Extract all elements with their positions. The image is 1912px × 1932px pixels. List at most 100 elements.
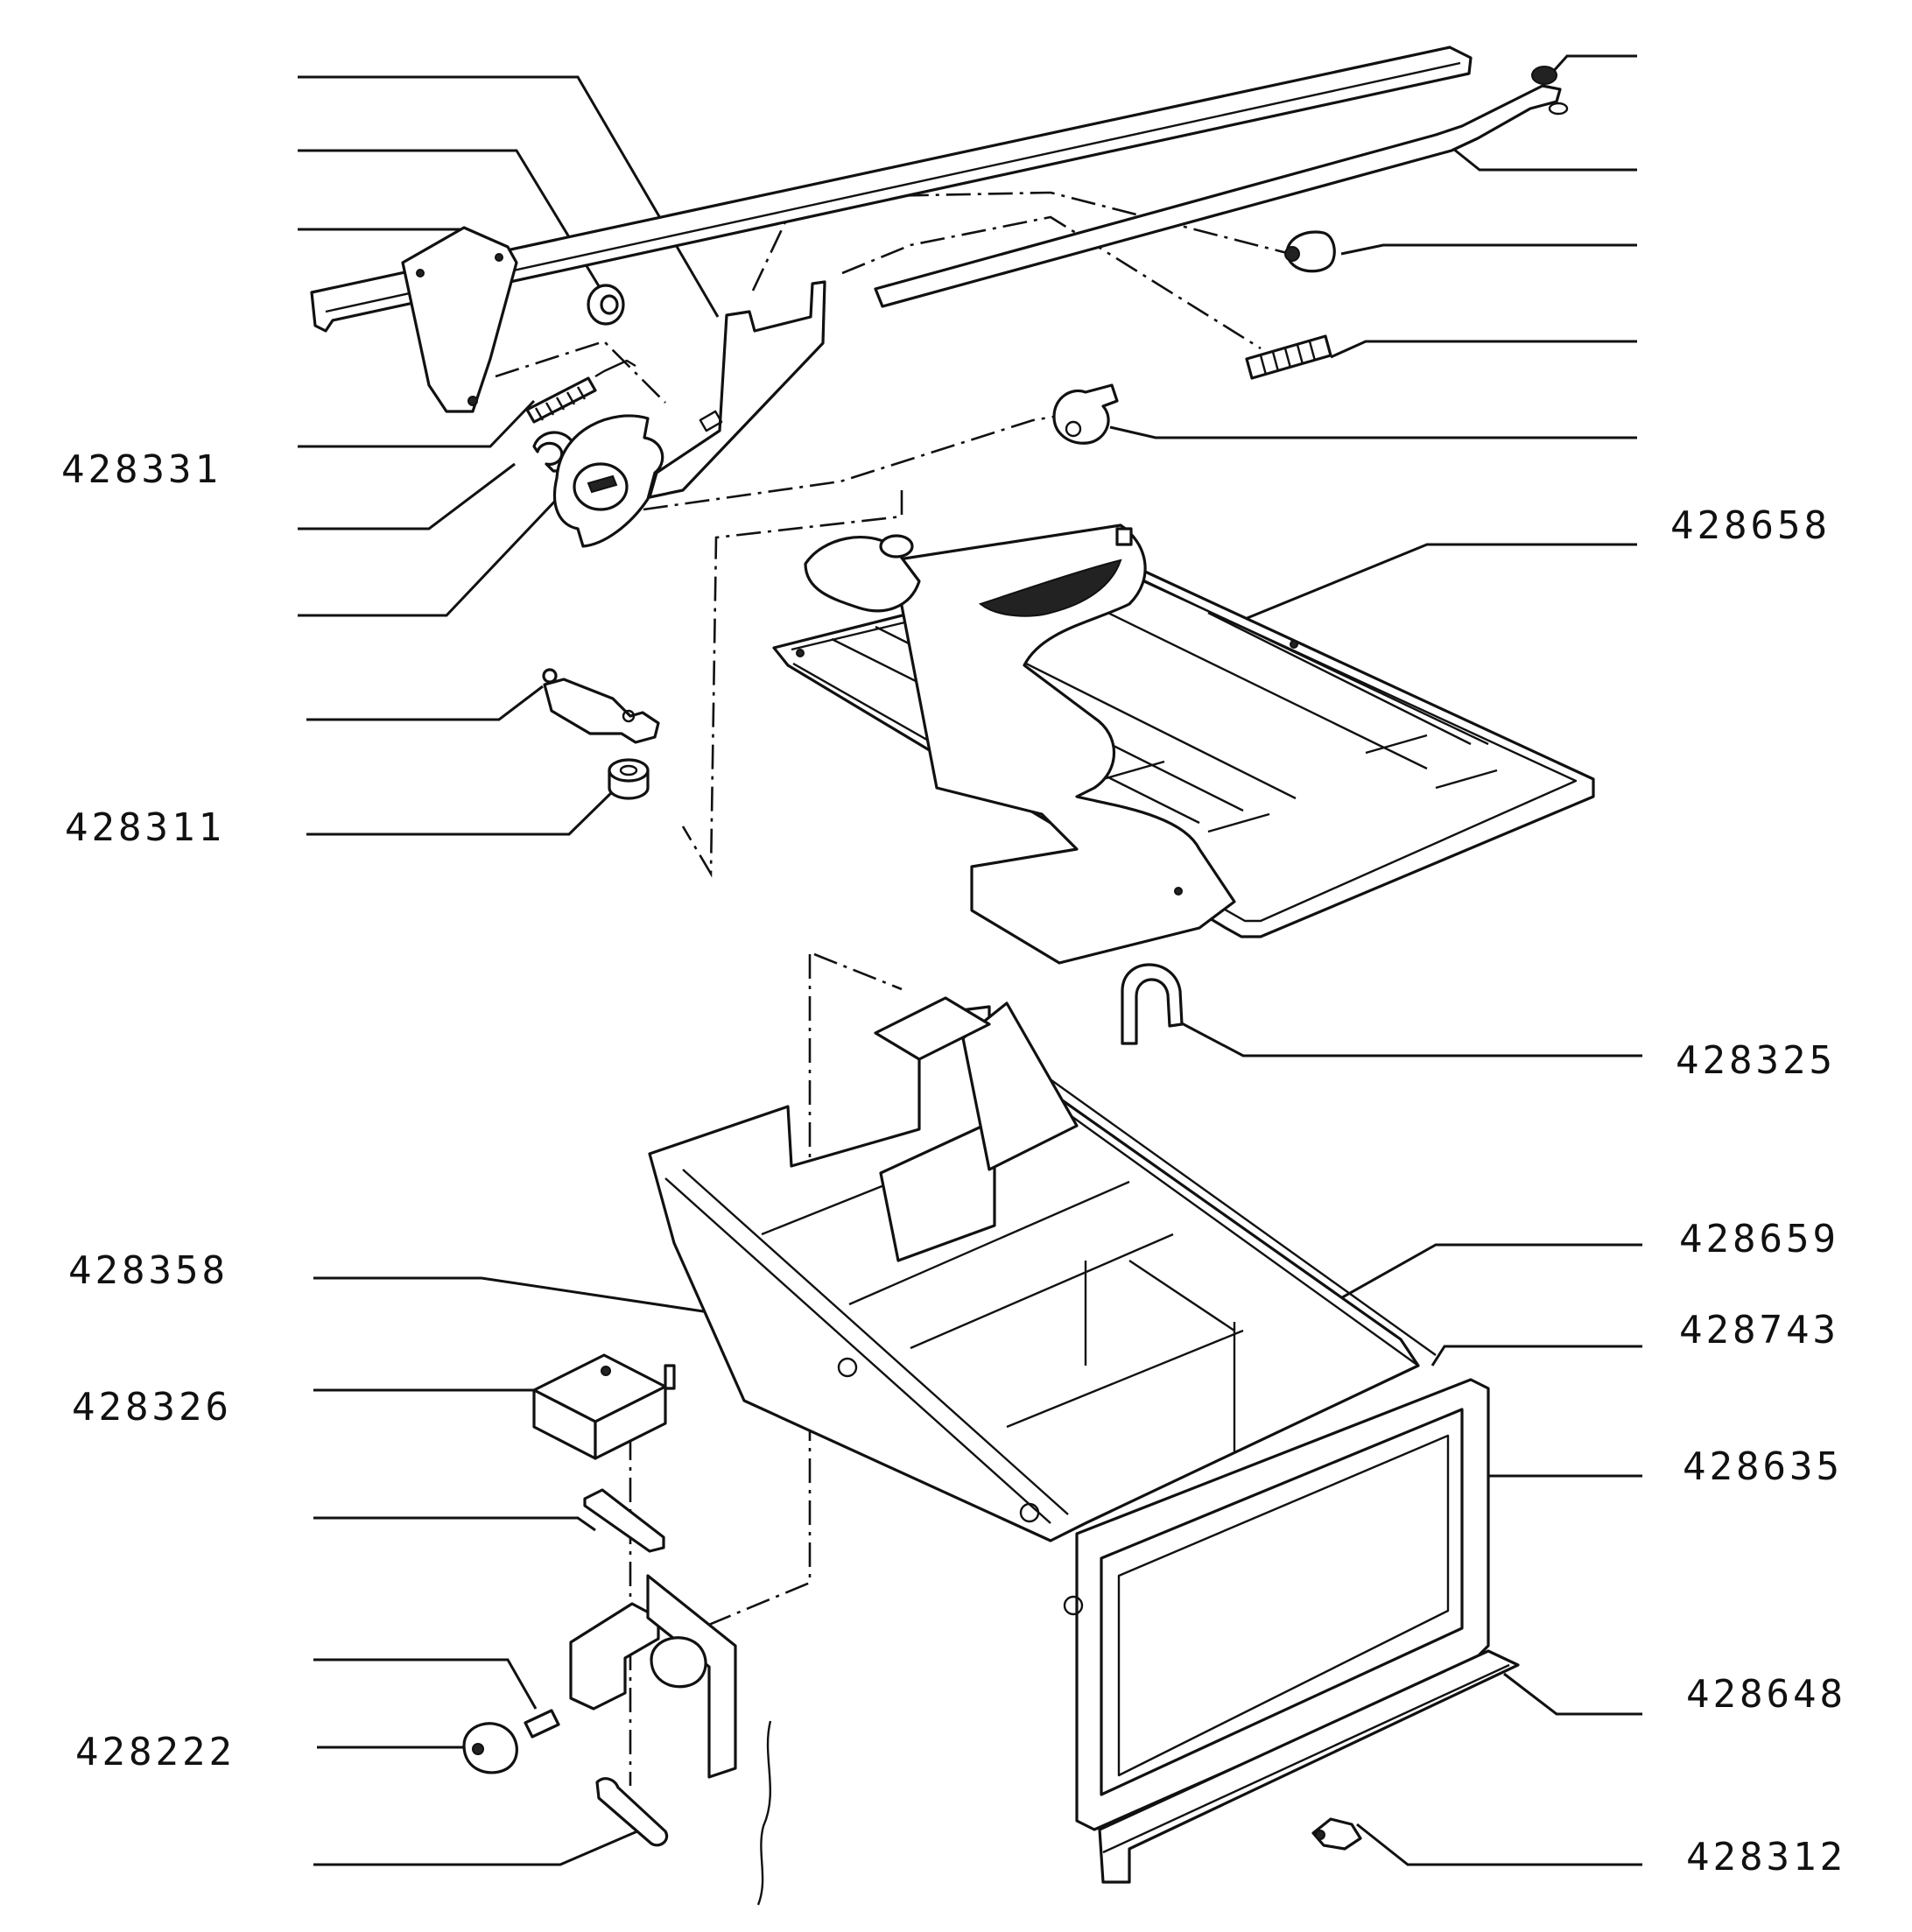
- tray-post: [1115, 527, 1133, 546]
- flap-shadow: [978, 559, 1122, 617]
- leader-428743: [1430, 1345, 1642, 1366]
- hook-part: [594, 359, 636, 378]
- drawer-pivot-1: [837, 1357, 858, 1378]
- drawer-body: [648, 1005, 1420, 1542]
- drawer-divider: [879, 1119, 996, 1262]
- spring-right: [1245, 334, 1332, 380]
- knob-center: [472, 1743, 484, 1755]
- crank-hole: [622, 709, 636, 723]
- nut-inner: [600, 294, 619, 315]
- drawer-rim-2: [682, 1169, 1069, 1515]
- spring-right-coils: [1259, 341, 1317, 376]
- leader-428311: [306, 788, 616, 836]
- leader-428312: [1356, 1823, 1642, 1866]
- switch-rivet: [601, 1366, 611, 1376]
- nut-part: [587, 284, 625, 326]
- lever-body: [648, 280, 826, 499]
- knob-body: [462, 1722, 518, 1774]
- roller-428311: [608, 758, 650, 800]
- assembly-line-8: [495, 340, 666, 404]
- rod-eye: [1548, 102, 1569, 116]
- roller-top: [608, 758, 650, 783]
- leader-428648: [1503, 1672, 1642, 1716]
- cam-hub-slot: [587, 474, 618, 494]
- spring-left: [525, 376, 597, 424]
- tray-428658: [772, 523, 1595, 965]
- leader-left-switch-plate: [313, 1516, 596, 1532]
- leader-left-link: [313, 1830, 638, 1866]
- leader-428658: [1234, 543, 1637, 625]
- leader-left-5: [298, 462, 516, 530]
- tray-knob: [879, 534, 914, 559]
- label-428325: 428325: [1676, 1038, 1836, 1083]
- assembly-line-2: [841, 215, 1262, 350]
- label-428222: 428222: [75, 1730, 235, 1774]
- clip-body: [1311, 1817, 1362, 1851]
- label-428358: 428358: [68, 1248, 228, 1293]
- leader-right-5: [1109, 425, 1637, 439]
- drawer-pivot-2: [1019, 1502, 1040, 1523]
- latch-knob: [1052, 383, 1119, 445]
- crank-pin: [542, 668, 558, 684]
- drawer-housing: [648, 996, 1437, 1542]
- cam-disc: [552, 414, 664, 548]
- drawer-wedge: [961, 1001, 1079, 1171]
- rail-bracket: [401, 226, 518, 413]
- switch-pin: [664, 1364, 676, 1390]
- bracket-hole-1: [416, 269, 425, 278]
- leader-428331: [298, 399, 536, 448]
- small-clip: [1531, 66, 1557, 85]
- front-panel: [1063, 1378, 1520, 1884]
- leader-428358: [313, 1276, 728, 1317]
- clip-hole: [1315, 1830, 1325, 1840]
- crank-lever: [542, 668, 660, 744]
- switch-428326: [532, 1353, 676, 1460]
- sill-edge: [1102, 1663, 1510, 1854]
- drawer-back-tab: [874, 996, 991, 1061]
- link-bar: [595, 1777, 669, 1847]
- leader-right-1: [1550, 54, 1637, 75]
- leader-428325: [1179, 1021, 1642, 1057]
- bracket-hole-2: [495, 253, 503, 262]
- tray-screw-3: [1174, 887, 1183, 896]
- label-428659: 428659: [1679, 1217, 1839, 1261]
- label-428658: 428658: [1670, 503, 1831, 548]
- bracket-hole-3: [467, 396, 478, 406]
- assembly-line-4: [681, 490, 903, 878]
- switch-bracket: [569, 1574, 772, 1906]
- clip-428312: [1311, 1817, 1362, 1851]
- leader-right-4: [1330, 340, 1637, 359]
- leader-lines: [298, 54, 1642, 1866]
- switch-side: [594, 1385, 667, 1460]
- hook-tube-428325: [1121, 963, 1184, 1045]
- leader-left-6: [298, 494, 562, 617]
- bushing-center: [1284, 246, 1300, 262]
- front-window: [1117, 1434, 1450, 1777]
- label-428648: 428648: [1686, 1672, 1846, 1717]
- tray-screw-2: [1290, 640, 1298, 649]
- leader-left-7: [306, 685, 544, 721]
- knob-428222: [462, 1709, 560, 1774]
- assembly-line-6: [813, 952, 903, 991]
- front-inner-frame: [1100, 1408, 1464, 1796]
- label-428635: 428635: [1683, 1444, 1843, 1489]
- bushing: [1285, 230, 1336, 273]
- label-428312: 428312: [1686, 1835, 1846, 1879]
- label-428331: 428331: [61, 447, 221, 492]
- latch-hole: [1065, 420, 1082, 438]
- bracket-roller: [650, 1636, 707, 1689]
- leader-right-2: [1452, 147, 1637, 172]
- tray-flap: [891, 523, 1236, 965]
- rail-body: [310, 46, 1473, 333]
- leader-left-screw: [313, 1658, 538, 1710]
- label-428326: 428326: [72, 1385, 232, 1430]
- spring-left-coils: [534, 386, 587, 421]
- top-right-parts: [874, 66, 1569, 445]
- switch-plate: [583, 1488, 665, 1553]
- lever-slot: [699, 410, 723, 432]
- label-428743: 428743: [1679, 1308, 1839, 1352]
- bracket-arm: [646, 1574, 737, 1779]
- roller-hole: [619, 764, 638, 776]
- label-428311: 428311: [65, 805, 225, 850]
